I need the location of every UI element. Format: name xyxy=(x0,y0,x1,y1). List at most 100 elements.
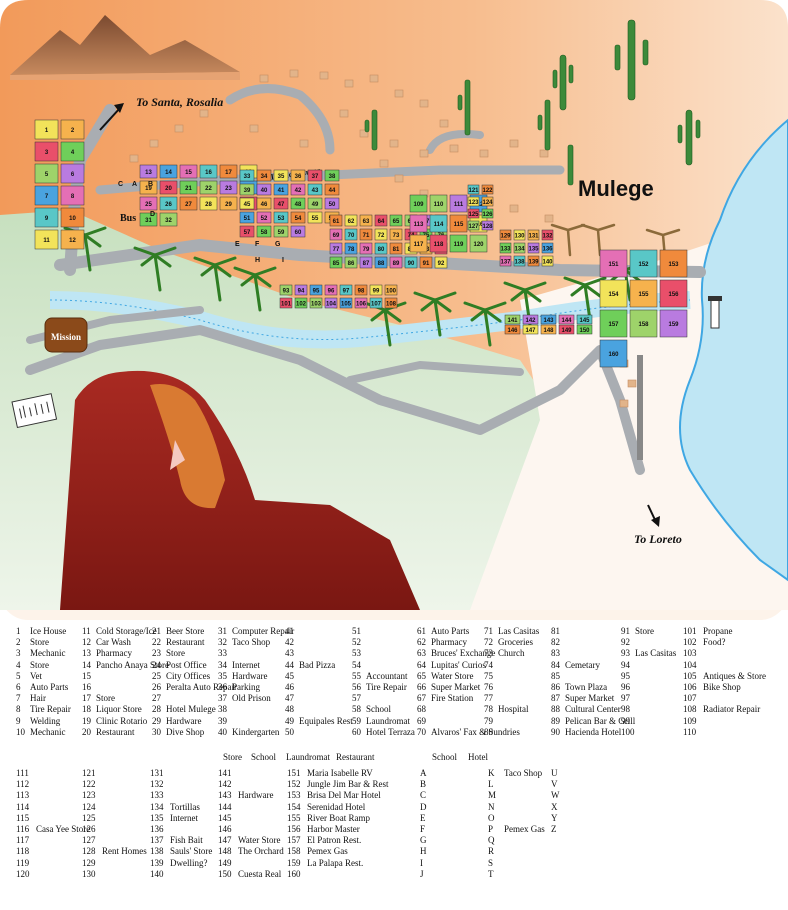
lot-119[interactable]: 119 xyxy=(449,234,468,253)
lot-32[interactable]: 32 xyxy=(159,212,178,227)
lot-134[interactable]: 134 xyxy=(513,242,526,254)
lot-160[interactable]: 160 xyxy=(599,339,628,368)
lot-95[interactable]: 95 xyxy=(309,284,323,296)
lot-11[interactable]: 11 xyxy=(34,229,59,250)
lot-103[interactable]: 103 xyxy=(309,297,323,309)
lot-144[interactable]: 144 xyxy=(558,314,575,325)
lot-157[interactable]: 157 xyxy=(599,309,628,338)
lot-38[interactable]: 38 xyxy=(324,169,340,182)
lot-50[interactable]: 50 xyxy=(324,197,340,210)
lot-154[interactable]: 154 xyxy=(599,279,628,308)
lot-135[interactable]: 135 xyxy=(527,242,540,254)
lot-92[interactable]: 92 xyxy=(434,256,448,269)
lot-90[interactable]: 90 xyxy=(404,256,418,269)
lot-91[interactable]: 91 xyxy=(419,256,433,269)
lot-110[interactable]: 110 xyxy=(429,194,448,213)
lot-111[interactable]: 111 xyxy=(449,194,468,213)
lot-73[interactable]: 73 xyxy=(389,228,403,241)
lot-98[interactable]: 98 xyxy=(354,284,368,296)
lot-77[interactable]: 77 xyxy=(329,242,343,255)
lot-6[interactable]: 6 xyxy=(60,163,85,184)
lot-9[interactable]: 9 xyxy=(34,207,59,228)
lot-132[interactable]: 132 xyxy=(541,229,554,241)
lot-156[interactable]: 156 xyxy=(659,279,688,308)
lot-46[interactable]: 46 xyxy=(256,197,272,210)
lot-94[interactable]: 94 xyxy=(294,284,308,296)
lot-26[interactable]: 26 xyxy=(159,196,178,211)
lot-109[interactable]: 109 xyxy=(409,194,428,213)
lot-86[interactable]: 86 xyxy=(344,256,358,269)
lot-41[interactable]: 41 xyxy=(273,183,289,196)
lot-10[interactable]: 10 xyxy=(60,207,85,228)
lot-63[interactable]: 63 xyxy=(359,214,373,227)
lot-151[interactable]: 151 xyxy=(599,249,628,278)
lot-158[interactable]: 158 xyxy=(629,309,658,338)
lot-55[interactable]: 55 xyxy=(307,211,323,224)
lot-43[interactable]: 43 xyxy=(307,183,323,196)
lot-79[interactable]: 79 xyxy=(359,242,373,255)
lot-115[interactable]: 115 xyxy=(449,214,468,233)
lot-34[interactable]: 34 xyxy=(256,169,272,182)
lot-4[interactable]: 4 xyxy=(60,141,85,162)
lot-142[interactable]: 142 xyxy=(522,314,539,325)
lot-69[interactable]: 69 xyxy=(329,228,343,241)
lot-139[interactable]: 139 xyxy=(527,255,540,267)
lot-87[interactable]: 87 xyxy=(359,256,373,269)
lot-12[interactable]: 12 xyxy=(60,229,85,250)
lot-65[interactable]: 65 xyxy=(389,214,403,227)
lot-107[interactable]: 107 xyxy=(369,297,383,309)
lot-126[interactable]: 126 xyxy=(481,208,494,219)
lot-78[interactable]: 78 xyxy=(344,242,358,255)
lot-141[interactable]: 141 xyxy=(504,314,521,325)
lot-51[interactable]: 51 xyxy=(239,211,255,224)
lot-121[interactable]: 121 xyxy=(467,184,480,195)
lot-153[interactable]: 153 xyxy=(659,249,688,278)
lot-19[interactable]: 19 xyxy=(139,180,158,195)
lot-130[interactable]: 130 xyxy=(513,229,526,241)
lot-59[interactable]: 59 xyxy=(273,225,289,238)
lot-88[interactable]: 88 xyxy=(374,256,388,269)
lot-102[interactable]: 102 xyxy=(294,297,308,309)
lot-29[interactable]: 29 xyxy=(219,196,238,211)
lot-96[interactable]: 96 xyxy=(324,284,338,296)
lot-28[interactable]: 28 xyxy=(199,196,218,211)
lot-48[interactable]: 48 xyxy=(290,197,306,210)
lot-60[interactable]: 60 xyxy=(290,225,306,238)
lot-99[interactable]: 99 xyxy=(369,284,383,296)
lot-100[interactable]: 100 xyxy=(384,284,398,296)
lot-70[interactable]: 70 xyxy=(344,228,358,241)
lot-64[interactable]: 64 xyxy=(374,214,388,227)
lot-152[interactable]: 152 xyxy=(629,249,658,278)
lot-13[interactable]: 13 xyxy=(139,164,158,179)
lot-150[interactable]: 150 xyxy=(576,324,593,335)
lot-8[interactable]: 8 xyxy=(60,185,85,206)
lot-97[interactable]: 97 xyxy=(339,284,353,296)
lot-61[interactable]: 61 xyxy=(329,214,343,227)
lot-133[interactable]: 133 xyxy=(499,242,512,254)
lot-45[interactable]: 45 xyxy=(239,197,255,210)
lot-40[interactable]: 40 xyxy=(256,183,272,196)
lot-14[interactable]: 14 xyxy=(159,164,178,179)
lot-81[interactable]: 81 xyxy=(389,242,403,255)
lot-27[interactable]: 27 xyxy=(179,196,198,211)
lot-136[interactable]: 136 xyxy=(541,242,554,254)
lot-105[interactable]: 105 xyxy=(339,297,353,309)
lot-15[interactable]: 15 xyxy=(179,164,198,179)
lot-108[interactable]: 108 xyxy=(384,297,398,309)
lot-31[interactable]: 31 xyxy=(139,212,158,227)
lot-147[interactable]: 147 xyxy=(522,324,539,335)
lot-148[interactable]: 148 xyxy=(540,324,557,335)
lot-89[interactable]: 89 xyxy=(389,256,403,269)
lot-22[interactable]: 22 xyxy=(199,180,218,195)
lot-47[interactable]: 47 xyxy=(273,197,289,210)
lot-16[interactable]: 16 xyxy=(199,164,218,179)
lot-118[interactable]: 118 xyxy=(429,234,448,253)
lot-117[interactable]: 117 xyxy=(409,234,428,253)
lot-101[interactable]: 101 xyxy=(279,297,293,309)
lot-106[interactable]: 106 xyxy=(354,297,368,309)
lot-85[interactable]: 85 xyxy=(329,256,343,269)
lot-159[interactable]: 159 xyxy=(659,309,688,338)
lot-114[interactable]: 114 xyxy=(429,214,448,233)
lot-146[interactable]: 146 xyxy=(504,324,521,335)
lot-36[interactable]: 36 xyxy=(290,169,306,182)
